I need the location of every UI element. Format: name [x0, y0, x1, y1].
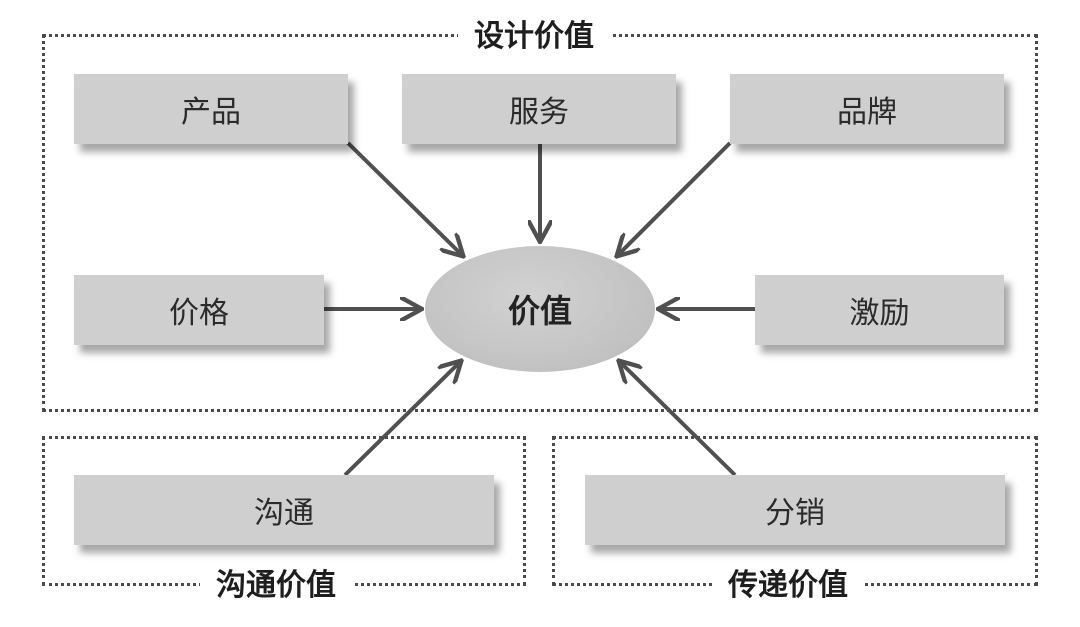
node-price: 价格 [74, 275, 324, 345]
arrow-product-to-value [346, 141, 462, 255]
design-value-title: 设计价值 [458, 18, 610, 56]
node-product: 产品 [74, 74, 348, 144]
arrow-communication-to-value [343, 362, 460, 477]
node-distribution: 分销 [585, 475, 1005, 545]
node-incentive: 激励 [755, 275, 1004, 345]
value-hub: 价值 [425, 246, 655, 372]
arrow-distribution-to-value [620, 362, 737, 477]
node-communication: 沟通 [74, 475, 494, 545]
delivery-value-title: 传递价值 [712, 567, 864, 605]
node-brand: 品牌 [730, 74, 1004, 144]
arrow-brand-to-value [618, 141, 732, 255]
node-service: 服务 [402, 74, 676, 144]
communication-value-title: 沟通价值 [200, 567, 352, 605]
